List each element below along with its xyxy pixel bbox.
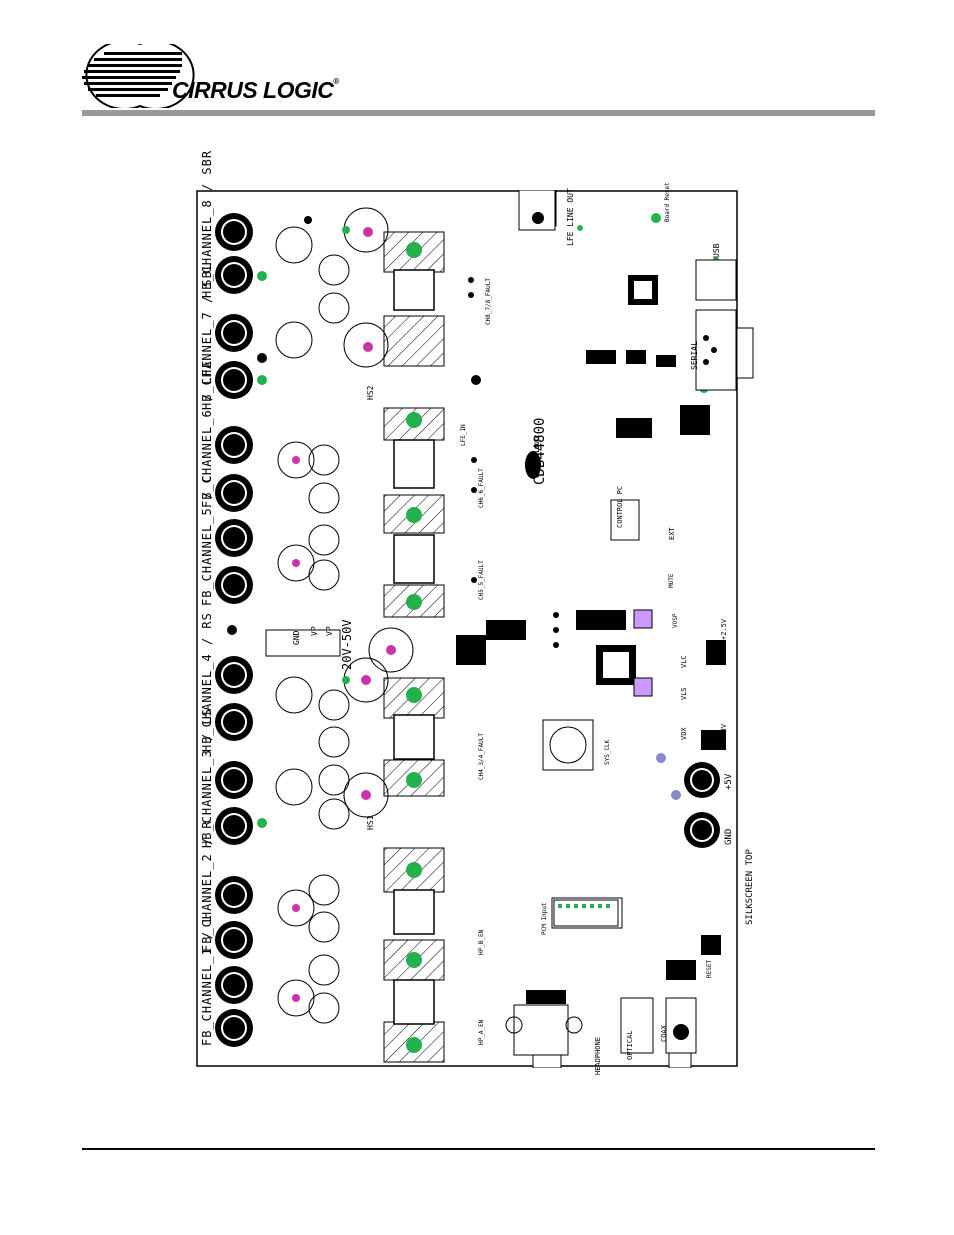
reset-label: RESET xyxy=(706,959,713,978)
power-vp-label-1: VP xyxy=(310,626,319,636)
gnd-post-label: GND xyxy=(724,828,734,845)
hp-b-en-label: HP_B_EN xyxy=(478,929,485,955)
optical-label: OPTICAL xyxy=(626,1030,634,1060)
channel-label-1: FB_CHANNEL_1 / L xyxy=(200,914,214,1046)
vls-label: VLS xyxy=(680,687,688,700)
vlc-label: VLC xyxy=(680,655,688,668)
cirrus-logic-logo xyxy=(82,44,195,108)
footer-rule xyxy=(82,1148,875,1150)
heatsink-label-2: HS2 xyxy=(366,385,375,400)
vdx-label: VDX xyxy=(680,727,688,740)
lfe-in-label: LFE_IN xyxy=(460,424,467,446)
channel-label-5: FB_CHANNEL_5 / C xyxy=(200,474,214,606)
brand-name: CIRRUS LOGIC® xyxy=(172,77,339,103)
headphone-label: HEADPHONE xyxy=(594,1037,602,1075)
power-gnd-label: GND xyxy=(292,630,301,645)
board-chip-logo: CIRRUS LOGIC xyxy=(534,434,541,478)
serial-label: SERIAL xyxy=(690,341,699,370)
coax-label: COAX xyxy=(660,1025,668,1042)
control-pc-label: CONTROL PC xyxy=(616,485,624,528)
plus2v5-label: +2.5V xyxy=(720,618,728,640)
mute-label: MUTE xyxy=(668,573,675,588)
header-bar xyxy=(82,110,875,116)
power-vp-label-2: VP xyxy=(325,626,334,636)
pcb-silkscreen xyxy=(196,190,754,1068)
fault-label-ch6: CH6_6_FAULT xyxy=(478,468,485,508)
lfe-line-out-label: LFE LINE OUT xyxy=(566,188,575,246)
hp-a-en-label: HP_A_EN xyxy=(478,1019,485,1045)
fault-label-ch4: CH4_3/4_FAULT xyxy=(478,733,485,780)
fault-label-ch8: CH8_7/8_FAULT xyxy=(485,278,492,325)
heatsink-label-1: HS1 xyxy=(366,815,375,830)
board-reset-label: Board Reset xyxy=(664,182,671,222)
vosp-label: VOSP xyxy=(672,613,679,628)
fault-label-ch5: CH5_5_FAULT xyxy=(478,560,485,600)
power-supply-label: 20V-50V xyxy=(340,619,354,670)
silkscreen-top-label: SILKSCREEN TOP xyxy=(745,849,755,925)
plus5v-label: +5V xyxy=(724,773,734,790)
pcm-input-label: PCM Input xyxy=(541,902,548,935)
ext-label: EXT xyxy=(668,527,676,540)
sys-clk-label: SYS_CLK xyxy=(604,739,611,765)
plus3v3-label: +3.3V xyxy=(720,723,728,745)
usb-label: USB xyxy=(712,243,721,258)
